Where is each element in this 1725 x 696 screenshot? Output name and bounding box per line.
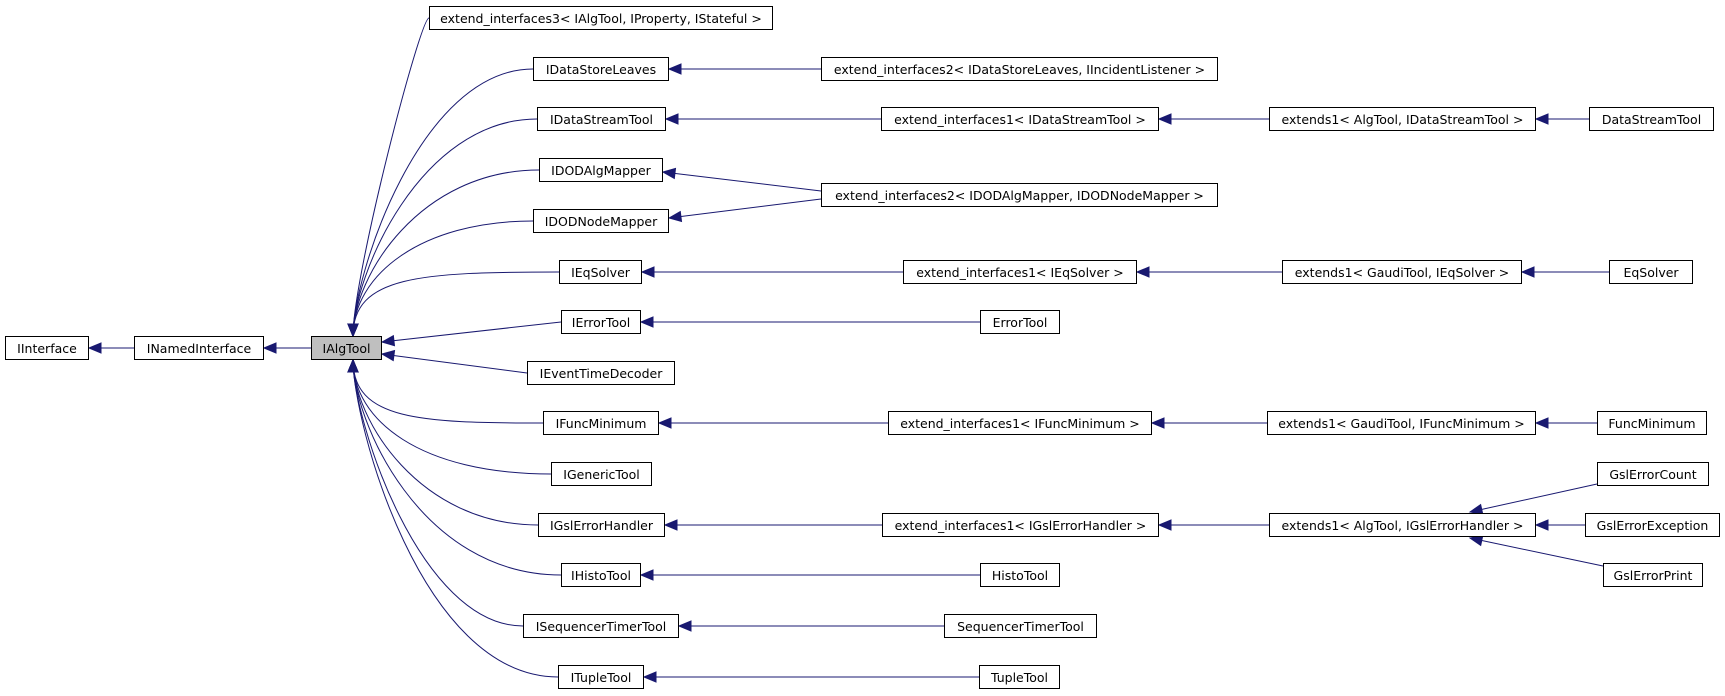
node-iinterface[interactable]: IInterface [5,336,89,360]
node-extend-interfaces1-ieqsolver[interactable]: extend_interfaces1< IEqSolver > [903,260,1137,284]
node-ialgtool[interactable]: IAlgTool [311,336,382,360]
edge-ext1-ifuncminimum-arrowhead [657,417,672,429]
node-extends1-gauditool-ieqsolver[interactable]: extends1< GaudiTool, IEqSolver > [1282,260,1522,284]
edge-datastreamtool-arrowhead [1534,113,1549,125]
node-tupletool[interactable]: TupleTool [979,665,1060,689]
edge-ext2-idod-idodalgmapper-arrowhead [661,167,677,180]
edge-ext2-idod-idodnodemapper-line [668,198,822,219]
edge-extends1-datastream-arrowhead [1157,113,1172,125]
edge-ieventtimedecoder-ialgtool-arrowhead [380,349,396,362]
edge-histotool-arrowhead [639,569,654,581]
edge-ext2-idatastoreleaves-arrowhead [667,63,682,75]
node-gslerrorprint[interactable]: GslErrorPrint [1603,563,1703,587]
edge-gslerrorcount-line [1469,483,1598,513]
edge-idatastreamtool-ialgtool-line [352,118,538,337]
edge-ext2-idod-idodnodemapper-arrowhead [667,210,683,223]
node-gslerrorexception[interactable]: GslErrorException [1585,513,1720,537]
edge-ext1-ieqsolver-arrowhead [640,266,655,278]
node-extends1-algtool-igslerrorhandler[interactable]: extends1< AlgTool, IGslErrorHandler > [1269,513,1536,537]
node-idodalgmapper[interactable]: IDODAlgMapper [539,158,663,182]
node-extend-interfaces3-ialgtool[interactable]: extend_interfaces3< IAlgTool, IProperty,… [429,6,773,30]
node-inamedinterface[interactable]: INamedInterface [134,336,264,360]
edge-ext1-igsl-arrowhead [663,519,678,531]
edge-ihistotool-ialgtool-line [352,359,562,576]
node-ieqsolver[interactable]: IEqSolver [559,260,642,284]
edge-gslerrorexception-arrowhead [1534,519,1549,531]
edge-ituplaetool-ialgtool-line [352,359,559,678]
edge-ext2-idod-idodalgmapper-line [662,171,822,192]
edge-ituplaetool-ialgtool-arrowhead [347,358,359,373]
node-eqsolver[interactable]: EqSolver [1609,260,1693,284]
node-histotool[interactable]: HistoTool [980,563,1060,587]
node-extends1-algtool-idatastreamtool[interactable]: extends1< AlgTool, IDataStreamTool > [1269,107,1536,131]
edge-ext1-idatastreamtool-arrowhead [664,113,679,125]
edge-inamedinterface-iinterface-arrowhead [87,342,102,354]
edge-gslerrorprint-line [1469,537,1604,567]
node-extend-interfaces2-idatastoreleaves[interactable]: extend_interfaces2< IDataStoreLeaves, II… [821,57,1218,81]
node-datastreamtool[interactable]: DataStreamTool [1589,107,1714,131]
edge-ieventtimedecoder-ialgtool-line [381,353,528,374]
node-extend-interfaces1-idatastreamtool[interactable]: extend_interfaces1< IDataStreamTool > [881,107,1159,131]
edge-idodnodemapper-ialgtool-line [352,220,534,337]
node-idatastreamtool[interactable]: IDataStreamTool [537,107,666,131]
edge-ieqsolver-ialgtool-arrowhead [347,323,359,338]
edge-ext3-ialgtool-line [352,17,430,337]
edge-gslerrorprint-arrowhead [1468,534,1484,547]
node-igslerrorhandler[interactable]: IGslErrorHandler [538,513,665,537]
edge-igslerrorhandler-ialgtool-line [352,359,539,526]
edge-extends1-gsl-arrowhead [1157,519,1172,531]
node-igenerictool[interactable]: IGenericTool [551,462,652,486]
node-gslerrorcount[interactable]: GslErrorCount [1597,462,1709,486]
edge-extends1-funcmin-arrowhead [1150,417,1165,429]
edge-funcminimum-arrowhead [1534,417,1549,429]
node-sequencertimertool[interactable]: SequencerTimerTool [944,614,1097,638]
edge-idodalgmapper-ialgtool-line [352,169,540,337]
edge-sequencertimertool-arrowhead [677,620,692,632]
edge-errortool-arrowhead [639,316,654,328]
edge-eqsolver-arrowhead [1520,266,1535,278]
edge-tupletool-arrowhead [642,671,657,683]
node-ituplaetool[interactable]: ITupleTool [558,665,644,689]
edge-extends1-eqsolver-arrowhead [1135,266,1150,278]
edge-ieqsolver-ialgtool-line [352,271,560,337]
node-extend-interfaces1-ifuncminimum[interactable]: extend_interfaces1< IFuncMinimum > [888,411,1152,435]
edge-igenerictool-ialgtool-line [352,359,552,475]
edge-ierrortool-ialgtool-arrowhead [380,334,396,347]
node-ieventtimedecoder[interactable]: IEventTimeDecoder [527,361,675,385]
node-extend-interfaces1-igslerrorhandler[interactable]: extend_interfaces1< IGslErrorHandler > [882,513,1159,537]
node-errortool[interactable]: ErrorTool [980,310,1060,334]
node-idodnodemapper[interactable]: IDODNodeMapper [533,209,669,233]
edge-idatastoreleaves-ialgtool-line [352,68,534,337]
node-idatastoreleaves[interactable]: IDataStoreLeaves [533,57,669,81]
node-extends1-gauditool-ifuncminimum[interactable]: extends1< GaudiTool, IFuncMinimum > [1267,411,1536,435]
edge-isequencertimertool-ialgtool-line [352,359,524,627]
node-extend-interfaces2-idodalgmapper-idodnodemapper[interactable]: extend_interfaces2< IDODAlgMapper, IDODN… [821,183,1218,207]
node-ifuncminimum[interactable]: IFuncMinimum [543,411,659,435]
node-funcminimum[interactable]: FuncMinimum [1597,411,1707,435]
edge-ifuncminimum-ialgtool-line [352,359,544,424]
node-ihistotool[interactable]: IHistoTool [561,563,641,587]
node-ierrortool[interactable]: IErrorTool [561,310,641,334]
edge-ierrortool-ialgtool-line [381,321,562,343]
edge-ialgtool-inamedinterface-arrowhead [262,342,277,354]
node-isequencertimertool[interactable]: ISequencerTimerTool [523,614,679,638]
